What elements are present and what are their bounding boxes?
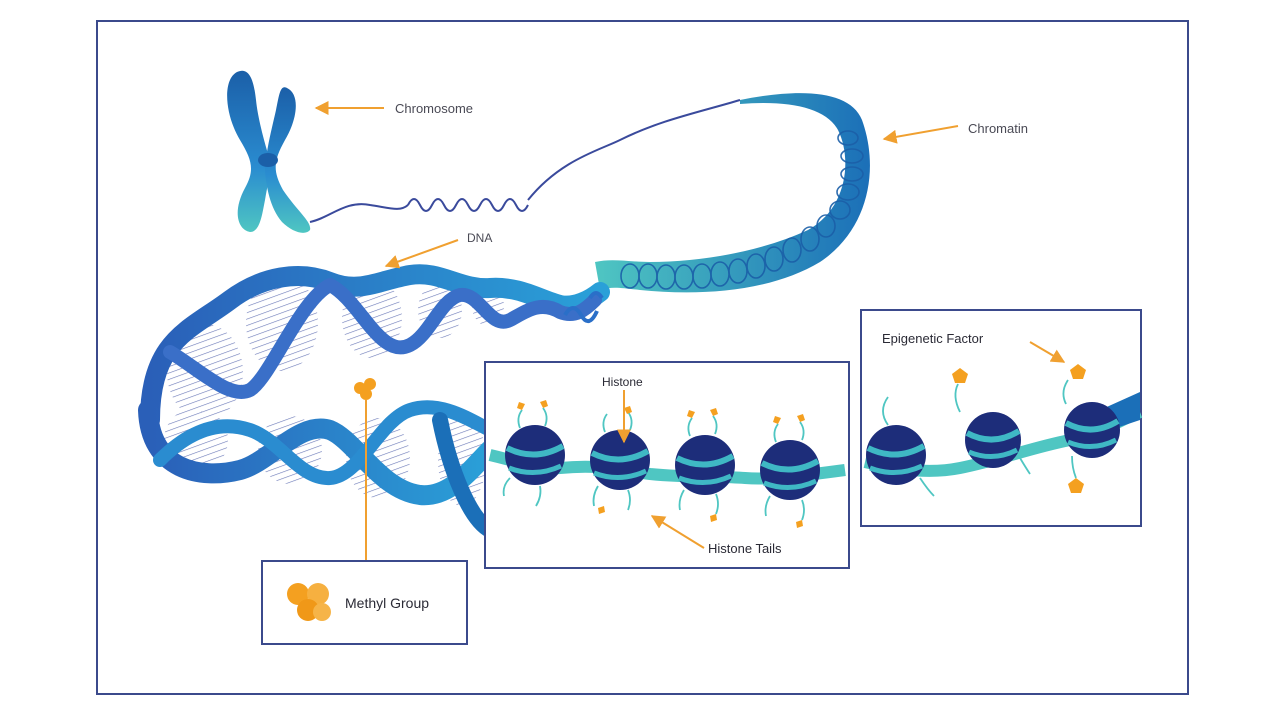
methyl-group-icon (354, 378, 376, 400)
histone-icon (505, 425, 565, 485)
chromosome-label: Chromosome (395, 101, 473, 116)
dna-helix (138, 264, 610, 538)
histone-tails-label: Histone Tails (708, 541, 782, 556)
methyl-group-icon (287, 583, 331, 621)
epigenetic-panel: Epigenetic Factor (860, 309, 1143, 527)
outer-frame (96, 20, 1189, 695)
chromosome-icon (227, 70, 311, 233)
histone-icon (965, 412, 1021, 468)
histone-panel: Histone Histone Tails (484, 361, 850, 569)
dna-arrow (384, 239, 459, 269)
dna-label: DNA (467, 231, 492, 245)
histone-tails (502, 407, 805, 521)
chromatin-label: Chromatin (968, 121, 1028, 136)
histone-icon (590, 430, 650, 490)
histone-icon (675, 435, 735, 495)
methyl-group-label: Methyl Group (345, 595, 429, 611)
histone-label: Histone (602, 375, 643, 389)
chromatin-ribbon (595, 93, 870, 293)
epigenetic-factor-label: Epigenetic Factor (882, 331, 984, 346)
epigenetic-factor-icon (952, 364, 1086, 493)
chromatin-fiber (309, 99, 741, 223)
histone-icon (760, 440, 820, 500)
chromatin-arrow (882, 125, 959, 144)
methyl-group-panel: Methyl Group (261, 560, 468, 645)
histone-icon (866, 425, 926, 485)
histone-icon (1064, 402, 1120, 458)
